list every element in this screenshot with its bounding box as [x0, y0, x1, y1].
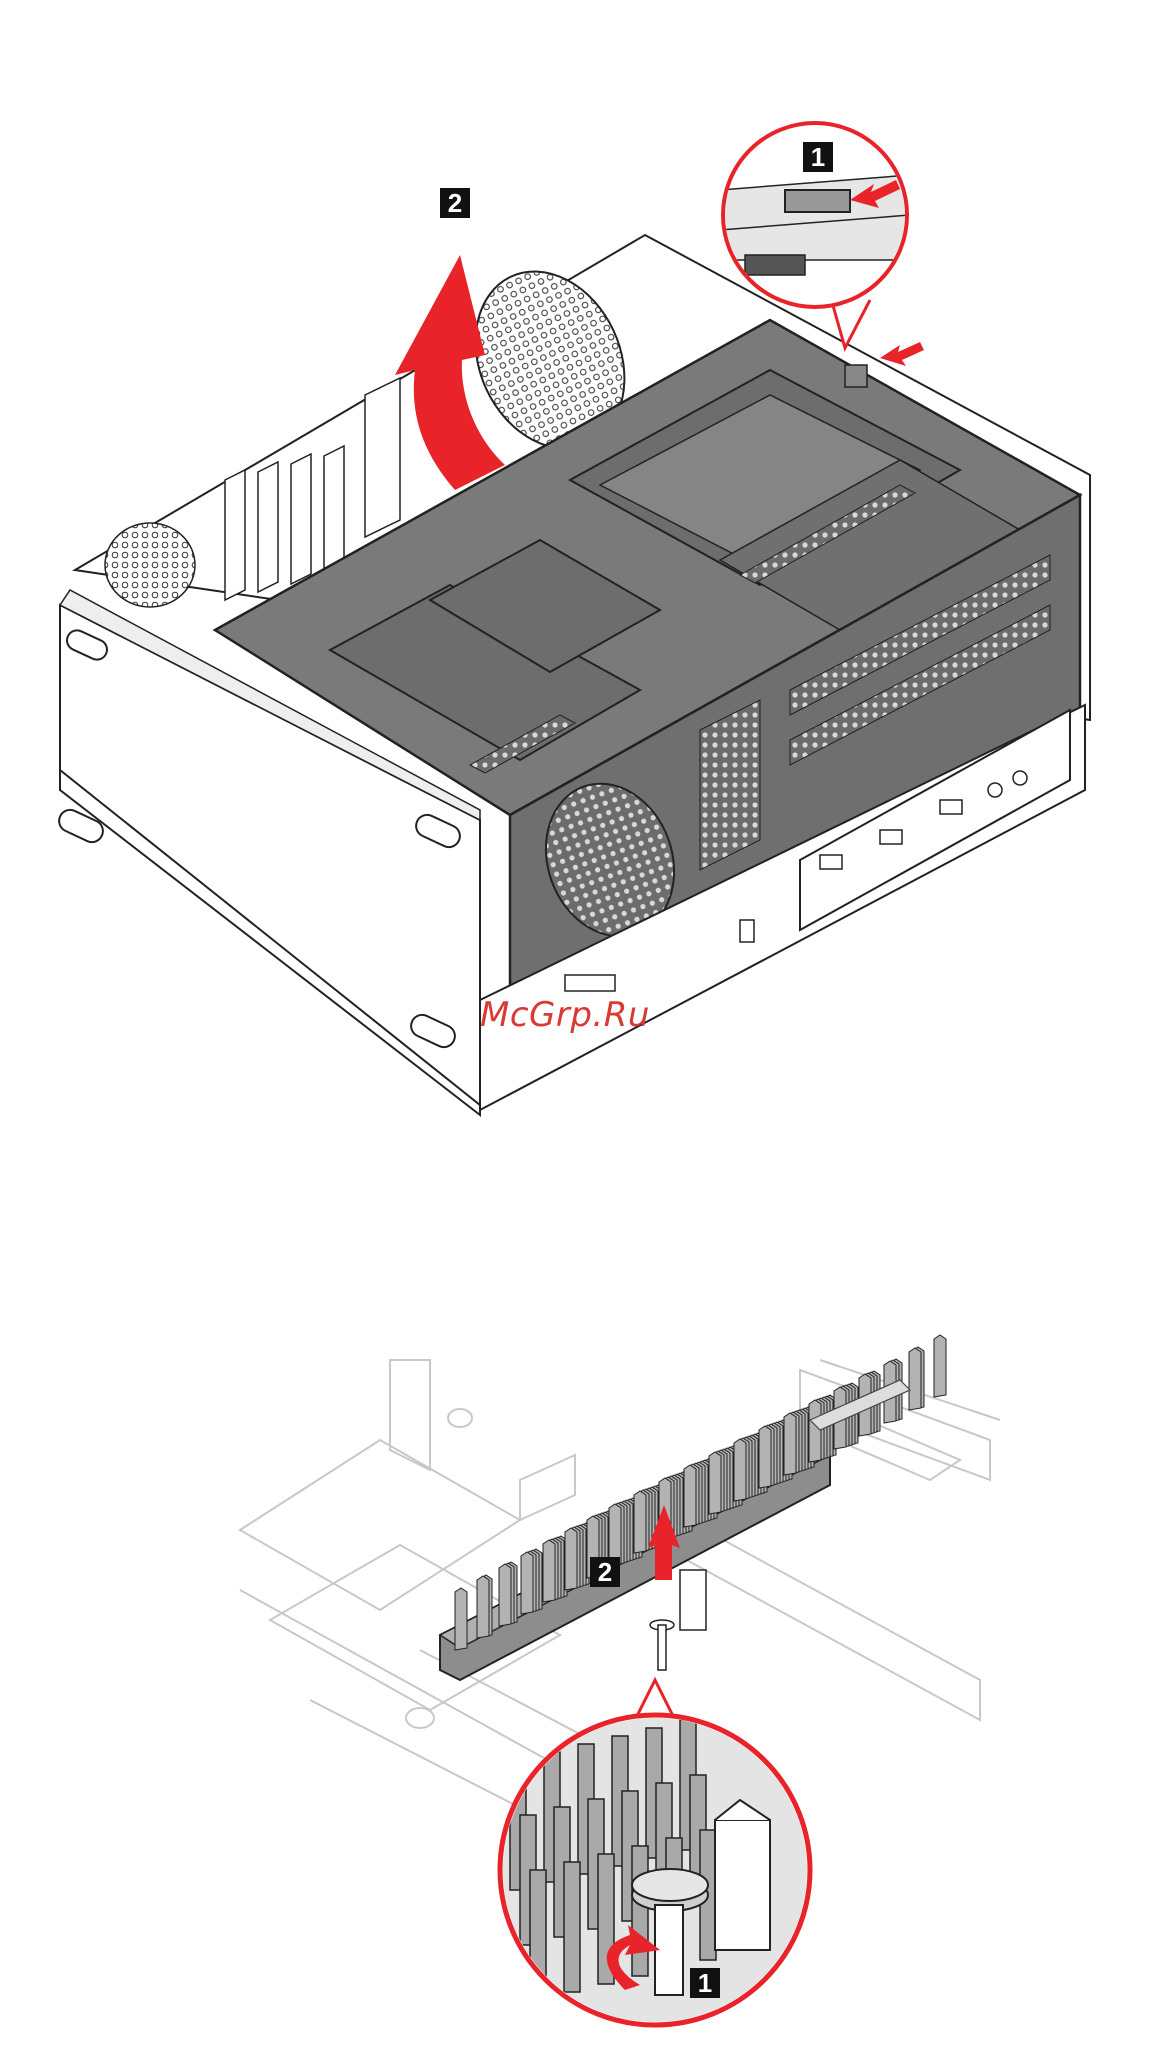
heatsink-fin — [784, 1413, 796, 1475]
watermark: McGrp.Ru — [480, 995, 650, 1035]
heatsink-fin — [499, 1564, 511, 1626]
heatsink-fin — [734, 1439, 746, 1501]
step-2-label-figure1: 2 — [440, 188, 470, 218]
heatsink-fin — [809, 1400, 821, 1462]
heatsink-fin — [934, 1335, 946, 1397]
heatsink-fin — [455, 1588, 467, 1650]
step-1-label-figure1: 1 — [803, 142, 833, 172]
heatsink-fin — [759, 1426, 771, 1488]
retaining-clip — [680, 1570, 706, 1630]
pin-detail-callout — [500, 1680, 820, 2040]
latch-push-arrow — [880, 342, 924, 366]
heatsink-fin — [543, 1540, 555, 1602]
heatsink-fin — [634, 1491, 646, 1553]
step-1-label-figure2: 1 — [690, 1968, 720, 1998]
zoomed-fin — [564, 1862, 580, 1992]
step-2-label-figure2: 2 — [590, 1557, 620, 1587]
heatsink-fin — [909, 1348, 921, 1410]
heatsink-fin — [521, 1552, 533, 1614]
heatsink-fin — [709, 1452, 721, 1514]
chassis-figure — [56, 235, 1090, 1115]
heatsink-fin — [477, 1576, 489, 1638]
heatsink-fin — [684, 1465, 696, 1527]
zoomed-fin — [632, 1846, 648, 1976]
heatsink-fin — [565, 1528, 577, 1590]
